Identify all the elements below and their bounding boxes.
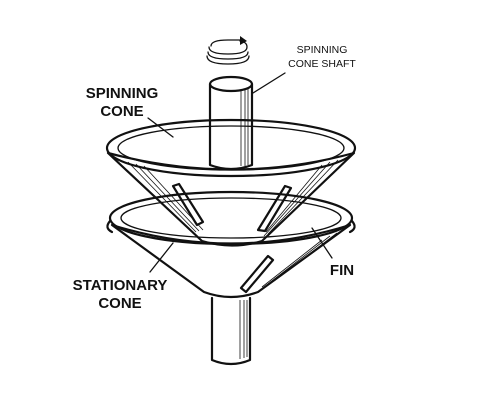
stationary-cone-label-line2: CONE <box>98 295 141 312</box>
spinning-cone-label-line2: CONE <box>100 103 143 120</box>
shaft-upper <box>208 75 254 171</box>
rotation-arrow-icon <box>206 36 250 65</box>
fin-left <box>171 182 205 227</box>
spinning-cone-label-line1: SPINNING <box>86 85 159 102</box>
shaft-label-line1: SPINNING <box>297 44 348 56</box>
fin-label: FIN <box>330 262 354 279</box>
fin-right <box>256 184 293 233</box>
stationary-cone-label-line1: STATIONARY <box>73 277 168 294</box>
shaft-lower <box>210 296 252 366</box>
fin-lower <box>239 254 275 294</box>
stationary-cone <box>106 190 356 299</box>
shaft-label-line2: CONE SHAFT <box>288 58 356 70</box>
spinning-cone <box>105 118 357 247</box>
leader-lines <box>147 72 333 273</box>
